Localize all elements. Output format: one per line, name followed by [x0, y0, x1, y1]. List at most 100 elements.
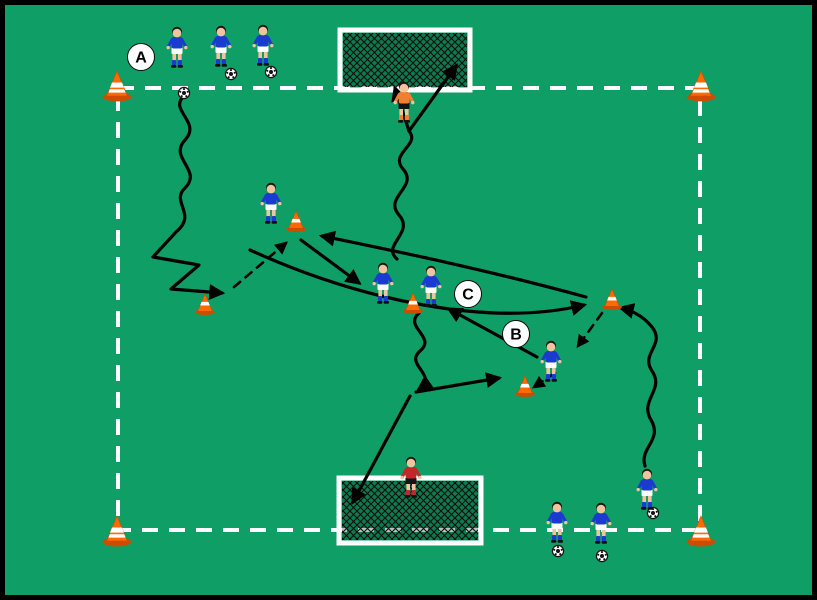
arrow-run-b-to-cone — [531, 371, 557, 389]
cone-b — [515, 375, 535, 398]
shoe — [271, 221, 277, 224]
shirt — [171, 37, 183, 49]
corner-cone-bottom-right — [686, 515, 716, 547]
sock — [263, 58, 268, 64]
arm — [650, 480, 658, 490]
station-b-player — [540, 340, 562, 382]
arrow-dribble-to-top-goal — [391, 129, 414, 261]
soccer-ball — [224, 67, 238, 81]
ball-patch — [226, 71, 229, 74]
sock — [426, 299, 431, 305]
center-player-left — [372, 262, 394, 304]
arm — [260, 194, 268, 204]
sock — [647, 502, 652, 508]
shoe — [411, 495, 417, 498]
shoe — [383, 301, 389, 304]
sock — [431, 299, 436, 305]
head — [172, 28, 182, 38]
shorts — [377, 283, 389, 290]
arm — [420, 277, 428, 287]
arrow-shot-top-right — [407, 63, 458, 133]
ball-patch — [655, 510, 658, 513]
cone-stripe — [408, 300, 418, 305]
hand — [608, 521, 612, 526]
ball-patch — [232, 76, 235, 79]
labels-layer: ACB — [127, 43, 530, 348]
ball-patch — [186, 90, 189, 93]
ball-patch — [603, 558, 606, 561]
label-circle — [502, 320, 530, 348]
sock — [642, 502, 647, 508]
cone-right — [602, 288, 622, 311]
ball-patch — [179, 90, 182, 93]
shirt — [265, 193, 277, 205]
corner-cone-top-right — [686, 70, 716, 102]
arm — [386, 274, 394, 284]
hand — [540, 359, 544, 364]
shorts — [641, 489, 653, 496]
cone-stripe — [109, 82, 125, 88]
cone-stripe — [693, 82, 709, 88]
sock — [271, 216, 276, 222]
head — [426, 267, 436, 277]
hand — [564, 520, 568, 525]
head — [642, 470, 652, 480]
shirt — [405, 467, 417, 479]
soccer-ball — [264, 65, 278, 79]
ball-patch — [600, 551, 604, 554]
corner-cone-bottom-left — [102, 515, 132, 547]
ball-patch — [269, 70, 273, 74]
hand — [166, 45, 170, 50]
hand — [420, 284, 424, 289]
cone-left — [195, 293, 215, 316]
shirt — [595, 513, 607, 525]
shoe — [641, 507, 647, 510]
shorts — [425, 286, 437, 293]
soccer-ball — [551, 544, 565, 558]
shoe — [647, 507, 653, 510]
shoe — [405, 495, 411, 498]
leg — [405, 107, 409, 116]
arm — [224, 37, 232, 47]
shoe — [377, 301, 383, 304]
cone-stripe-2 — [108, 534, 126, 538]
shorts — [215, 46, 227, 53]
ball-patch — [654, 515, 657, 518]
arm — [166, 38, 174, 48]
shirt — [551, 512, 563, 524]
arm — [252, 36, 260, 46]
sock — [546, 374, 551, 380]
shorts — [171, 47, 183, 54]
leg — [222, 51, 226, 60]
sock — [383, 296, 388, 302]
ball-patch — [182, 91, 186, 95]
hand — [400, 475, 404, 480]
left-attacker — [260, 182, 282, 224]
head — [552, 503, 562, 513]
cones-layer — [102, 70, 716, 547]
shorts — [551, 522, 563, 529]
leg — [552, 366, 556, 375]
hand — [438, 284, 442, 289]
ball-patch — [648, 510, 651, 513]
soccer-ball — [595, 549, 609, 563]
arm — [434, 277, 442, 287]
hand — [278, 201, 282, 206]
balls-layer — [177, 65, 660, 563]
right-winger — [636, 468, 658, 510]
hand — [418, 475, 422, 480]
shirt — [215, 36, 227, 48]
shorts — [595, 523, 607, 530]
hand — [546, 520, 550, 525]
shoe — [398, 120, 404, 123]
leg — [596, 528, 600, 537]
ball-patch — [185, 95, 188, 98]
cone-upper-left — [286, 210, 306, 233]
hand — [654, 487, 658, 492]
arm — [590, 514, 598, 524]
leg — [172, 52, 176, 61]
sock — [596, 536, 601, 542]
ball-patch — [559, 553, 562, 556]
